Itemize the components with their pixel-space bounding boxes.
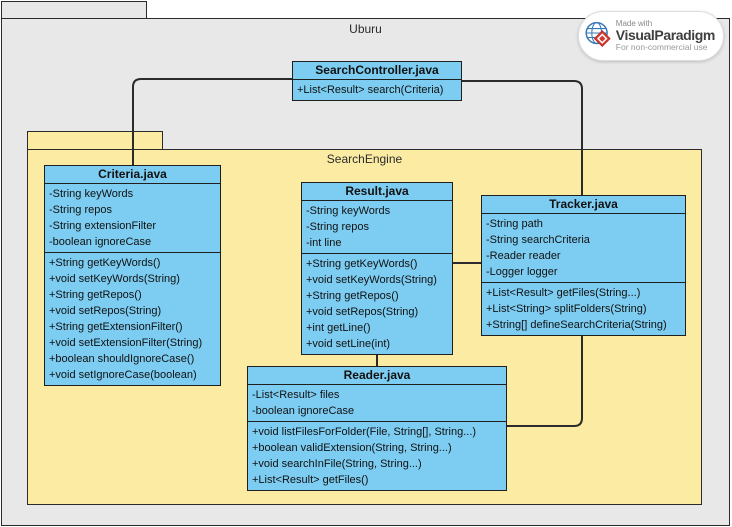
- badge-text: Made with VisualParadigm For non-commerc…: [615, 19, 716, 53]
- class-title: Reader.java: [343, 368, 411, 382]
- uml-operation: +List<String> splitFolders(String): [486, 303, 647, 315]
- attributes-compartment: -String keyWords -String repos -String e…: [45, 183, 220, 252]
- operations-compartment: +String getKeyWords() +void setKeyWords(…: [302, 253, 452, 354]
- uml-attribute: -List<Result> files: [252, 389, 340, 401]
- operations-compartment: +String getKeyWords() +void setKeyWords(…: [45, 252, 220, 385]
- uml-attribute: -String searchCriteria: [486, 234, 590, 246]
- uml-operation: +void setKeyWords(String): [49, 273, 180, 285]
- uml-operation: +boolean shouldIgnoreCase(): [49, 353, 195, 365]
- uml-attribute: -String keyWords: [49, 188, 134, 200]
- package-uburu-label: Uburu: [349, 22, 382, 36]
- badge-brand: VisualParadigm: [615, 27, 716, 44]
- operations-compartment: +List<Result> getFiles(String...) +List<…: [482, 282, 685, 335]
- badge-license: For non-commercial use: [615, 42, 708, 53]
- uml-attribute: -String extensionFilter: [49, 220, 156, 232]
- uml-attribute: -Reader reader: [486, 250, 561, 262]
- class-reader[interactable]: Reader.java -List<Result> files -boolean…: [247, 366, 507, 491]
- visual-paradigm-badge[interactable]: Made with VisualParadigm For non-commerc…: [578, 11, 724, 61]
- uml-operation: +void setExtensionFilter(String): [49, 337, 203, 349]
- vp-diamond-icon: [593, 30, 611, 48]
- uml-attribute: -boolean ignoreCase: [49, 236, 152, 248]
- attributes-compartment: -String path -String searchCriteria -Rea…: [482, 213, 685, 282]
- class-result[interactable]: Result.java -String keyWords -String rep…: [301, 182, 453, 355]
- uml-attribute: -String repos: [306, 221, 369, 233]
- uml-operation: +void searchInFile(String, String...): [252, 458, 422, 470]
- class-criteria[interactable]: Criteria.java -String keyWords -String r…: [44, 165, 221, 386]
- operations-compartment: +void listFilesForFolder(File, String[],…: [248, 421, 506, 490]
- uml-operation: +String getKeyWords(): [306, 258, 418, 270]
- connector-searchcontroller-tracker[interactable]: [462, 80, 583, 195]
- uml-operation: +void setKeyWords(String): [306, 274, 437, 286]
- connector-reader-tracker[interactable]: [507, 334, 583, 427]
- uml-operation: +String getRepos(): [306, 290, 399, 302]
- uml-attribute: -int line: [306, 237, 342, 249]
- uml-operation: +String getKeyWords(): [49, 257, 161, 269]
- class-title: Criteria.java: [98, 167, 167, 181]
- uml-operation: +String getRepos(): [49, 289, 142, 301]
- globe-icon: [585, 21, 611, 48]
- uml-operation: +String[] defineSearchCriteria(String): [486, 319, 667, 331]
- uml-operation: +List<Result> search(Criteria): [297, 84, 444, 96]
- uml-operation: +int getLine(): [306, 322, 371, 334]
- class-title: SearchController.java: [315, 63, 439, 77]
- uml-operation: +String getExtensionFilter(): [49, 321, 183, 333]
- uml-operation: +void listFilesForFolder(File, String[],…: [252, 426, 477, 438]
- uml-attribute: -boolean ignoreCase: [252, 405, 355, 417]
- uml-operation: +void setIgnoreCase(boolean): [49, 369, 197, 381]
- uml-operation: +boolean validExtension(String, String..…: [252, 442, 452, 454]
- uml-operation: +List<Result> getFiles(String...): [486, 287, 641, 299]
- package-searchengine-label: SearchEngine: [326, 152, 403, 166]
- attributes-compartment: -String keyWords -String repos -int line: [302, 200, 452, 253]
- uml-operation: +void setRepos(String): [49, 305, 162, 317]
- class-tracker[interactable]: Tracker.java -String path -String search…: [481, 195, 686, 336]
- class-title: Tracker.java: [549, 197, 618, 211]
- uml-attribute: -String repos: [49, 204, 112, 216]
- class-title: Result.java: [345, 184, 409, 198]
- uml-attribute: -Logger logger: [486, 266, 558, 278]
- class-searchcontroller[interactable]: SearchController.java +List<Result> sear…: [292, 61, 462, 101]
- badge-made-with: Made with: [615, 19, 653, 28]
- uml-operation: +void setRepos(String): [306, 306, 419, 318]
- uml-operation: +List<Result> getFiles(): [252, 474, 369, 486]
- connector-searchcontroller-criteria[interactable]: [132, 78, 292, 165]
- uml-operation: +void setLine(int): [306, 338, 391, 350]
- uml-attribute: -String keyWords: [306, 205, 391, 217]
- uml-attribute: -String path: [486, 218, 543, 230]
- operations-compartment: +List<Result> search(Criteria): [293, 79, 461, 100]
- attributes-compartment: -List<Result> files -boolean ignoreCase: [248, 384, 506, 421]
